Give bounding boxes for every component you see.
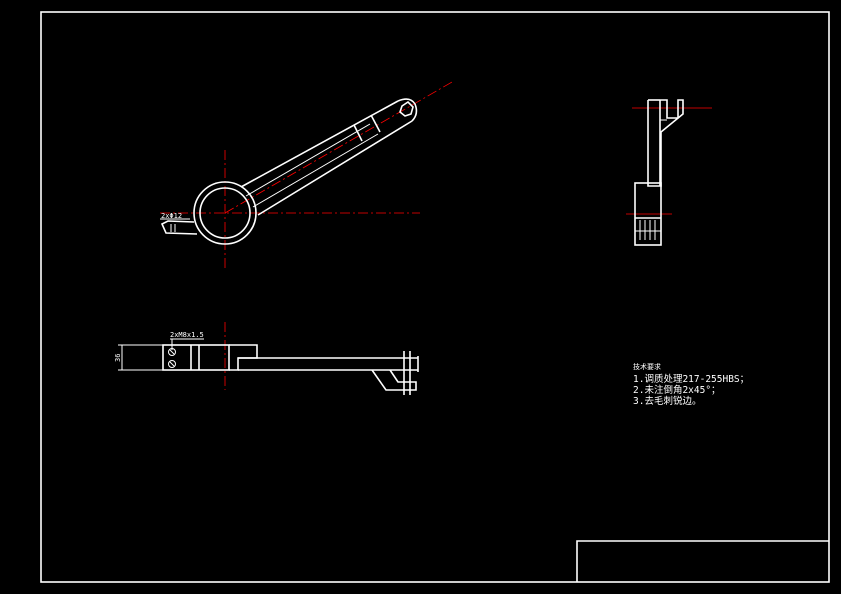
hole-callout: 2xΦ12 bbox=[161, 212, 182, 220]
tech-req-item-3: 3.去毛刺锐边。 bbox=[633, 395, 701, 407]
drawing-border bbox=[40, 11, 830, 583]
title-block bbox=[576, 540, 829, 582]
side-view bbox=[626, 99, 712, 246]
tech-req-item-2: 2.未注倒角2x45°； bbox=[633, 384, 721, 396]
thickness-dim: 36 bbox=[114, 354, 122, 362]
top-view: 36 2xM8x1.5 bbox=[114, 322, 419, 395]
thread-callout: 2xM8x1.5 bbox=[170, 331, 204, 339]
front-view: 2xΦ12 bbox=[160, 81, 453, 268]
technical-requirements: 技术要求 1.调质处理217-255HBS； 2.未注倒角2x45°； 3.去毛… bbox=[633, 362, 749, 407]
tech-req-title: 技术要求 bbox=[633, 362, 661, 371]
tech-req-item-1: 1.调质处理217-255HBS； bbox=[633, 373, 749, 385]
